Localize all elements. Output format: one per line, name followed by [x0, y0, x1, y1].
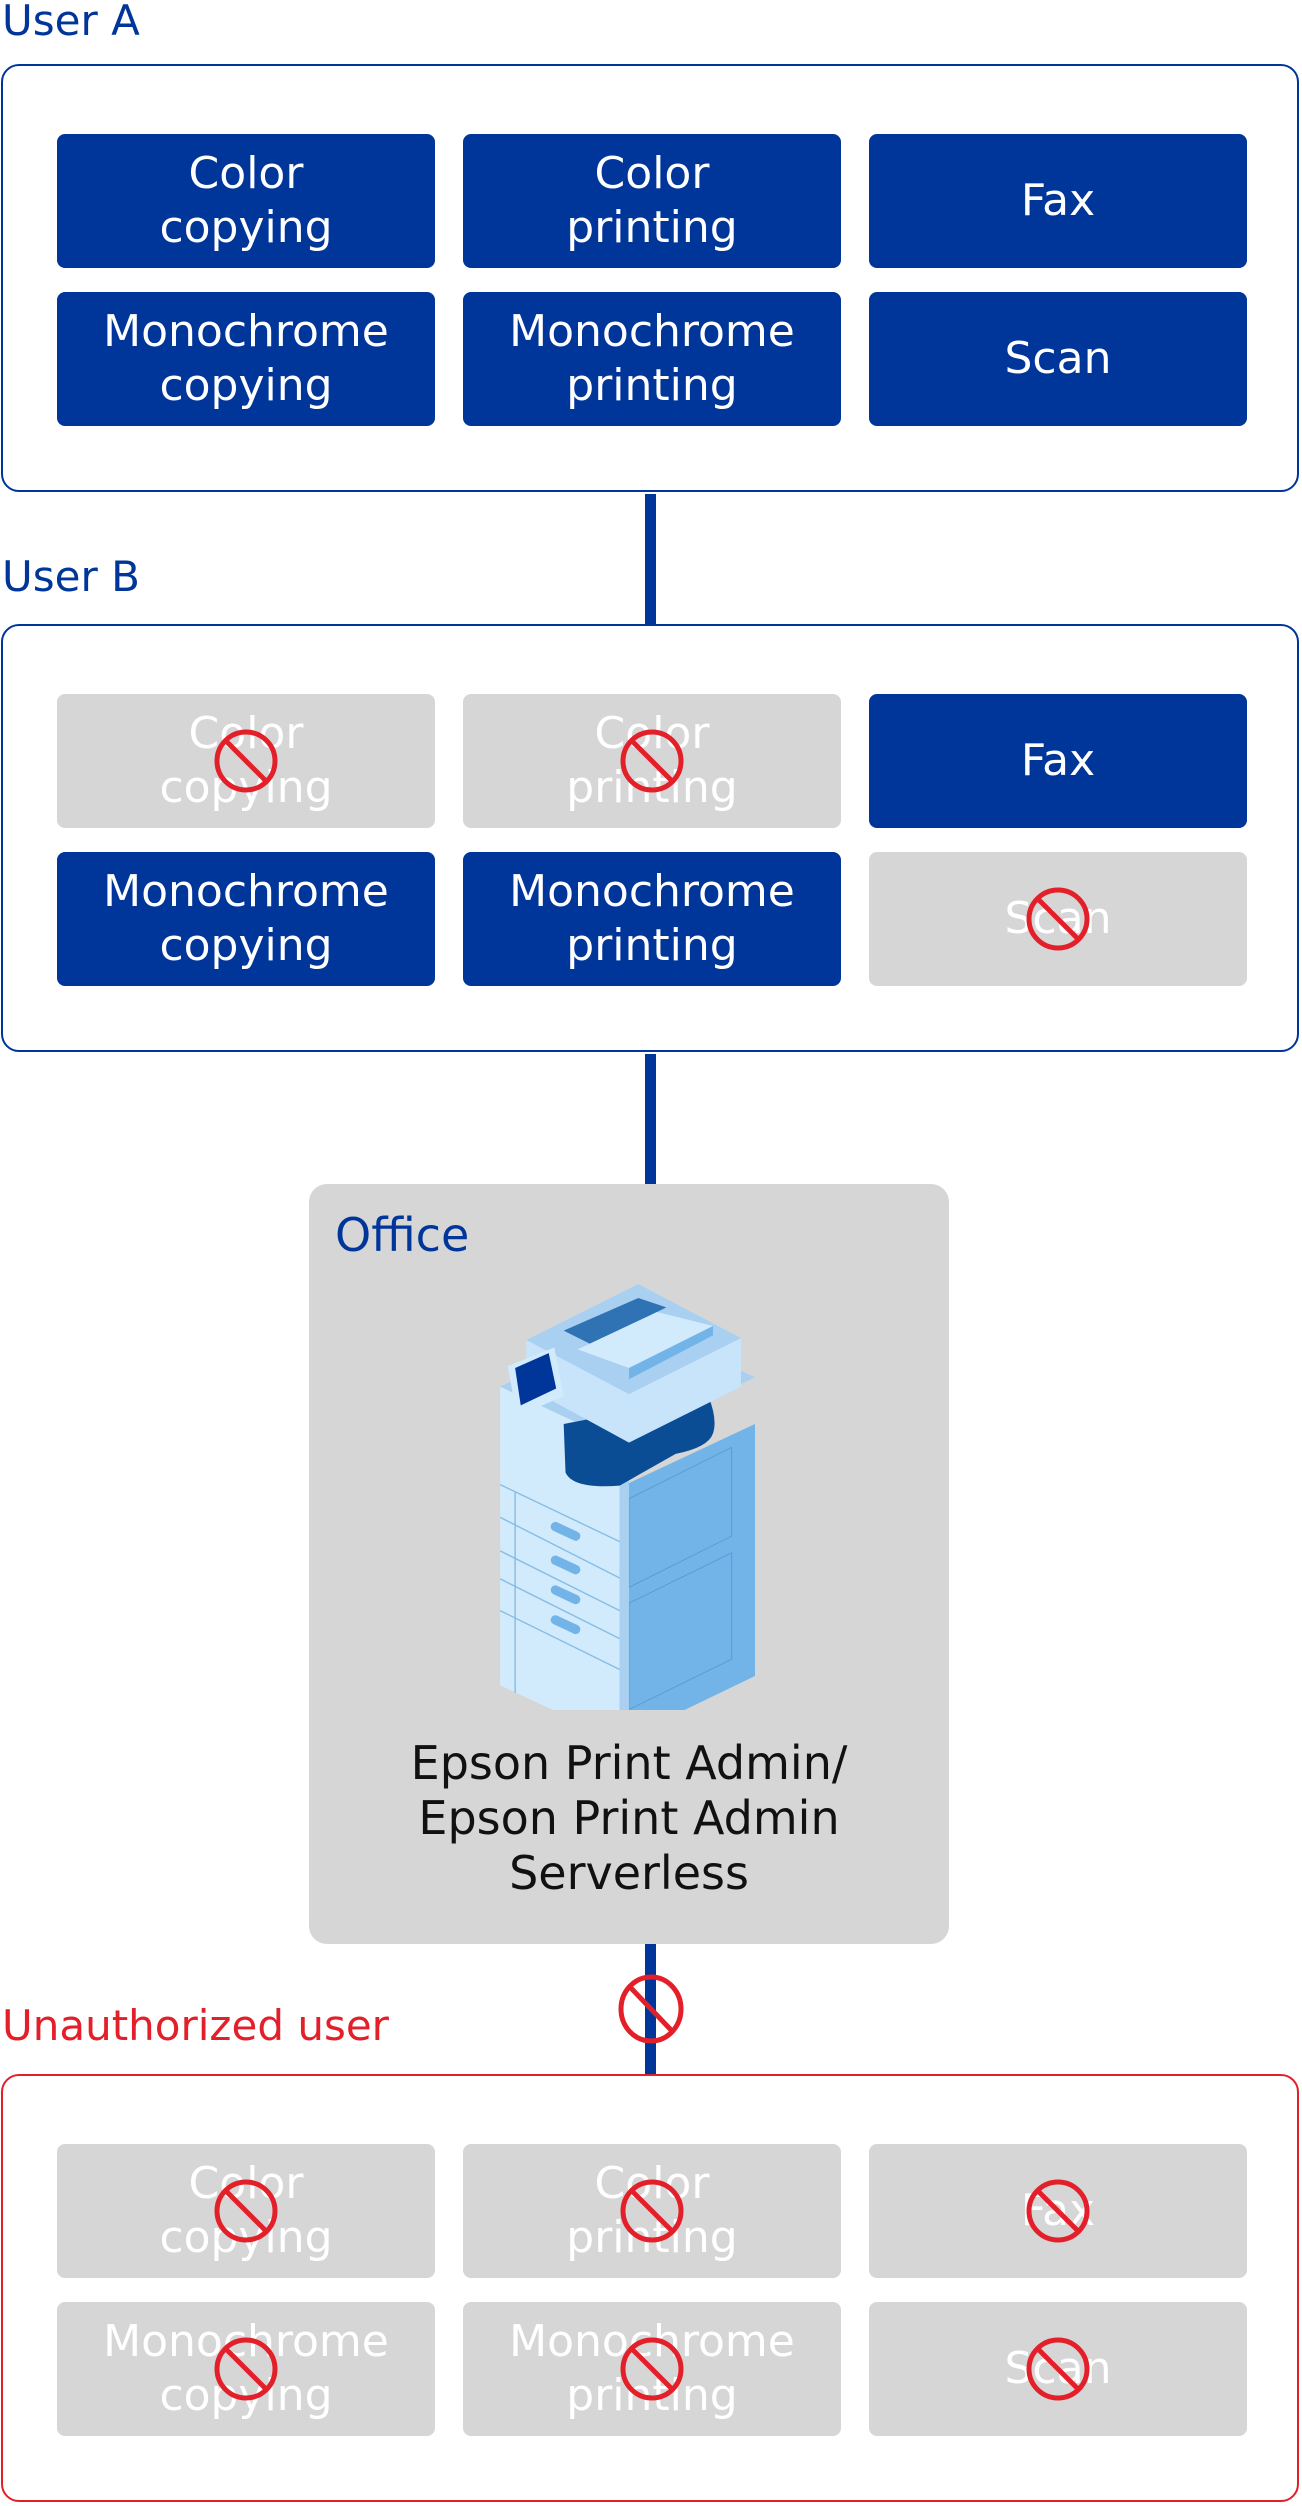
prohibited-icon	[618, 1974, 684, 2044]
unauthorized-user-label: Unauthorized user	[2, 2001, 389, 2050]
function-tile-monochrome-copying: Monochrome copying	[57, 852, 435, 986]
function-tile-scan: Scan	[869, 2302, 1247, 2436]
function-label: Color printing	[566, 148, 738, 253]
function-tile-fax: Fax	[869, 694, 1247, 828]
function-label: Color printing	[566, 2158, 738, 2263]
function-label: Color copying	[159, 2158, 333, 2263]
prohibited-icon	[620, 729, 684, 793]
office-label: Office	[335, 1208, 470, 1262]
function-tile-color-printing: Color printing	[463, 2144, 841, 2278]
function-label: Color copying	[159, 708, 333, 813]
function-grid: Color copying Color printing FaxMonochrome…	[57, 2144, 1247, 2436]
function-tile-monochrome-copying: Monochrome copying	[57, 292, 435, 426]
function-label: Monochrome printing	[509, 2316, 795, 2421]
function-label: Fax	[1020, 735, 1096, 787]
user-b-label: User B	[2, 552, 140, 601]
prohibited-icon	[620, 2337, 684, 2401]
function-label: Fax	[1020, 175, 1096, 227]
function-tile-monochrome-copying: Monochrome copying	[57, 2302, 435, 2436]
function-tile-monochrome-printing: Monochrome printing	[463, 2302, 841, 2436]
function-tile-fax: Fax	[869, 134, 1247, 268]
prohibited-icon	[1026, 2179, 1090, 2243]
office-panel: Office Epson Print Admin/ Epson Print Ad…	[309, 1184, 949, 1944]
function-label: Scan	[1004, 333, 1112, 385]
function-tile-scan: Scan	[869, 852, 1247, 986]
function-tile-color-copying: Color copying	[57, 2144, 435, 2278]
function-label: Monochrome copying	[103, 866, 389, 971]
function-tile-color-printing: Color printing	[463, 134, 841, 268]
function-tile-monochrome-printing: Monochrome printing	[463, 852, 841, 986]
unauthorized-user-panel: Color copying Color printing FaxMonochrome…	[1, 2074, 1299, 2502]
function-tile-color-printing: Color printing	[463, 694, 841, 828]
multifunction-printer-icon	[499, 1284, 755, 1710]
connector-a-b	[645, 494, 656, 624]
function-tile-scan: Scan	[869, 292, 1247, 426]
function-label: Monochrome copying	[103, 306, 389, 411]
function-tile-color-copying: Color copying	[57, 694, 435, 828]
prohibited-icon	[214, 2179, 278, 2243]
prohibited-icon	[214, 2337, 278, 2401]
office-caption: Epson Print Admin/ Epson Print Admin Ser…	[410, 1736, 848, 1901]
function-tile-monochrome-printing: Monochrome printing	[463, 292, 841, 426]
function-tile-color-copying: Color copying	[57, 134, 435, 268]
function-label: Color copying	[159, 148, 333, 253]
function-label: Monochrome printing	[509, 866, 795, 971]
prohibited-icon	[620, 2179, 684, 2243]
prohibited-icon	[1026, 887, 1090, 951]
prohibited-icon	[214, 729, 278, 793]
prohibited-icon	[1026, 2337, 1090, 2401]
function-tile-fax: Fax	[869, 2144, 1247, 2278]
function-label: Color printing	[566, 708, 738, 813]
function-label: Monochrome printing	[509, 306, 795, 411]
user-a-label: User A	[2, 0, 140, 45]
connector-b-office	[645, 1054, 656, 1186]
